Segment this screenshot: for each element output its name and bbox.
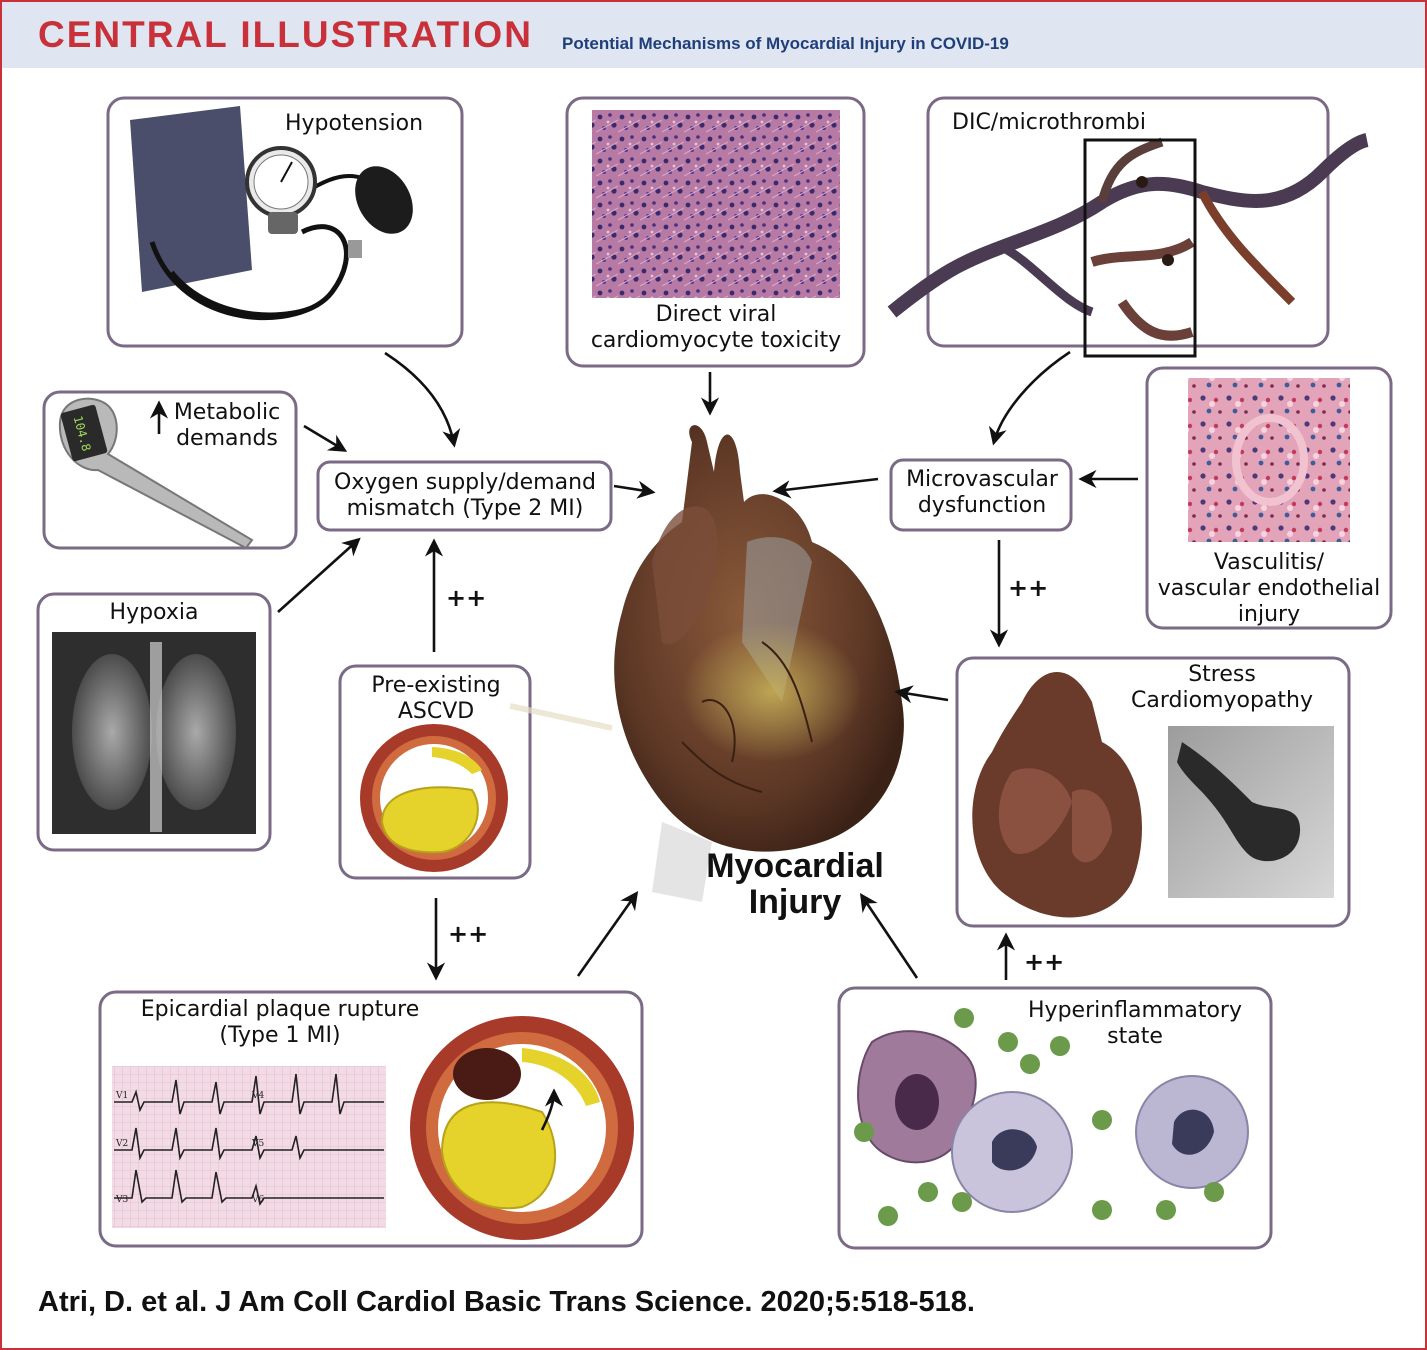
epicardial-label: Epicardial plaque rupture (Type 1 MI) bbox=[140, 997, 420, 1048]
plus-label-oxygen: ++ bbox=[446, 584, 487, 612]
direct-viral-label: Direct viral cardiomyocyte toxicity bbox=[590, 302, 842, 353]
heart-crosssection-image bbox=[972, 672, 1142, 918]
figure-subtitle: Potential Mechanisms of Myocardial Injur… bbox=[562, 34, 1009, 53]
hypotension-label: Hypotension bbox=[285, 111, 423, 136]
vasculitis-box bbox=[1145, 366, 1393, 630]
ecg-lead-v2: V2 bbox=[115, 1139, 128, 1149]
thermometer-icon: 104.8 bbox=[58, 397, 254, 550]
ecg-lead-v6: V6 bbox=[251, 1195, 264, 1205]
ecg-lead-v4: V4 bbox=[251, 1091, 264, 1101]
myocardial-injury-label: Myocardial Injury bbox=[706, 847, 884, 921]
microvascular-box bbox=[889, 458, 1073, 532]
vasculitis-label: Vasculitis/ vascular endothelial injury bbox=[1157, 550, 1381, 627]
plus-label-epicardial: ++ bbox=[448, 920, 489, 948]
heart-illustration bbox=[509, 425, 904, 902]
dic-box: DIC/microthrombi bbox=[887, 96, 1369, 358]
preexisting-box bbox=[338, 664, 532, 880]
ruptured-plaque-icon bbox=[410, 1016, 634, 1240]
preexisting-label: Pre-existing ASCVD bbox=[371, 673, 501, 724]
immune-cells-image bbox=[854, 1008, 1249, 1226]
stress-box bbox=[955, 656, 1351, 928]
metabolic-label: Metabolic demands bbox=[173, 400, 281, 451]
myocardium-histology-image bbox=[592, 110, 840, 298]
hypotension-box: Hypotension bbox=[106, 96, 464, 348]
ecg-lead-v5: V5 bbox=[251, 1139, 264, 1149]
citation: Atri, D. et al. J Am Coll Cardiol Basic … bbox=[38, 1286, 975, 1318]
epicardial-box: V1 V2 V3 V4 V5 V6 bbox=[98, 990, 644, 1248]
stress-label: Stress Cardiomyopathy bbox=[1131, 662, 1313, 713]
hyperinflammatory-label: Hyperinflammatory state bbox=[1028, 998, 1242, 1049]
plus-label-stress: ++ bbox=[1024, 948, 1065, 976]
connector-arrows bbox=[277, 350, 1138, 981]
ecg-lead-v3: V3 bbox=[115, 1195, 128, 1205]
dic-label: DIC/microthrombi bbox=[952, 110, 1146, 135]
hypoxia-label: Hypoxia bbox=[109, 600, 199, 625]
artery-plaque-icon bbox=[360, 724, 508, 872]
vessel-histology-image bbox=[1188, 378, 1350, 542]
metabolic-box: 104.8 bbox=[42, 390, 298, 550]
bp-cuff-icon bbox=[130, 106, 413, 321]
oxygen-mismatch-box bbox=[316, 460, 613, 532]
microthrombi-vessel-image bbox=[887, 133, 1369, 358]
direct-viral-box bbox=[565, 96, 866, 368]
ecg-lead-v1: V1 bbox=[115, 1091, 128, 1101]
ecg-strip-image: V1 V2 V3 V4 V5 V6 bbox=[112, 1066, 386, 1228]
figure-title: CENTRAL ILLUSTRATION bbox=[38, 14, 533, 55]
microvascular-label: Microvascular dysfunction bbox=[906, 467, 1058, 518]
hyperinflammatory-box bbox=[837, 986, 1273, 1250]
plus-label-microvascular: ++ bbox=[1008, 574, 1049, 602]
hypoxia-box bbox=[36, 592, 272, 852]
header-band: CENTRAL ILLUSTRATION Potential Mechanism… bbox=[2, 2, 1425, 68]
oxygen-mismatch-label: Oxygen supply/demand mismatch (Type 2 MI… bbox=[334, 470, 596, 521]
